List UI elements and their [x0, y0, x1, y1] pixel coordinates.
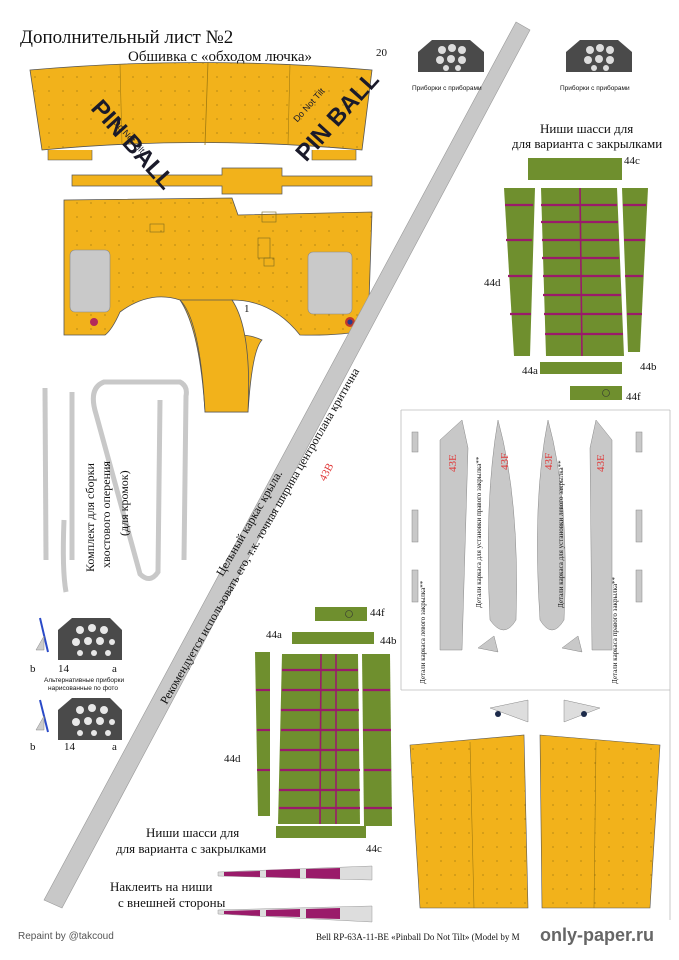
frame-install-left-caption: Детали каркаса для установки левого закр…: [557, 460, 565, 608]
panel-caption-left: Приборки с приборами: [412, 85, 482, 92]
alt-label-b-1: b: [30, 663, 36, 675]
wheel-well-caption-bottom-1: Ниши шасси для: [146, 825, 240, 840]
label-43e-left: 43E: [447, 454, 459, 472]
flap-left: [409, 734, 529, 909]
label-44d-top: 44d: [484, 277, 501, 289]
alt-instrument-panels: [35, 617, 122, 740]
tail-kit-strips: [42, 379, 189, 593]
label-44c-bottom: 44c: [366, 843, 382, 855]
label-44b-bottom: 44b: [380, 635, 397, 647]
tail-kit-caption-3: (для кромок): [117, 470, 131, 536]
magenta-strips: [217, 865, 373, 923]
label-44b-top: 44b: [640, 361, 657, 373]
alt-panels-caption-1: Альтернативные приборки: [44, 677, 125, 684]
label-43e-right: 43E: [595, 454, 607, 472]
wheel-well-bottom: [255, 607, 392, 838]
tail-kit-caption-2: хвостового оперения: [99, 461, 113, 568]
watermark: only-paper.ru: [540, 925, 655, 945]
alt-label-a-1: a: [112, 663, 117, 675]
alt-panels-caption-2: нарисованные по фото: [48, 685, 118, 692]
flap-ends: [489, 699, 601, 723]
skin-panel-top: [29, 61, 373, 161]
tail-kit-caption-1: Комплект для сборки: [83, 463, 97, 572]
frame-right-flap-caption: Детали каркаса правого закрылка**: [611, 576, 619, 684]
part-number-20: 20: [376, 47, 387, 59]
alt-label-a-2: a: [112, 741, 117, 753]
glue-note-1: Наклеить на ниши: [110, 879, 213, 894]
instrument-panel-b: [566, 40, 632, 72]
wing-frame-43b: [43, 21, 531, 909]
alt-label-b-2: b: [30, 741, 36, 753]
wheel-well-caption-top-1: Ниши шасси для: [540, 121, 634, 136]
label-44f-bottom: 44f: [370, 607, 385, 619]
panel-caption-right: Приборки с приборами: [560, 85, 630, 92]
wheel-well-top: [504, 158, 648, 400]
label-44c-top: 44c: [624, 155, 640, 167]
alt-label-14-2: 14: [64, 741, 75, 753]
instrument-panel-a: [418, 40, 484, 72]
label-44a-top: 44a: [522, 365, 538, 377]
wheel-well-caption-top-2: для варианта с закрылками: [512, 136, 663, 151]
repaint-credit: Repaint by @takcoud: [18, 931, 114, 942]
glue-note-2: с внешней стороны: [118, 895, 226, 910]
label-44a-bottom: 44a: [266, 629, 282, 641]
flap-frame-area: [400, 409, 671, 920]
skin-strip: [71, 167, 373, 195]
frame-left-flap-caption: Детали каркаса левого закрылка**: [419, 580, 427, 684]
part-label-1: 1: [244, 303, 250, 315]
flap-right: [539, 734, 661, 909]
frame-install-right-caption: Детали каркаса для установки правого зак…: [475, 456, 483, 608]
page-subtitle: Обшивка с «обходом лючка»: [128, 49, 313, 65]
skin-panel-part-1: [63, 197, 373, 413]
model-credit: Bell RP-63A-11-BE «Pinball Do Not Tilt» …: [316, 932, 520, 942]
label-43f-right: 43F: [543, 452, 555, 470]
label-44f-top: 44f: [626, 391, 641, 403]
alt-label-14-1: 14: [58, 663, 69, 675]
label-43f-left: 43F: [499, 452, 511, 470]
label-44d-bottom: 44d: [224, 753, 241, 765]
page-title: Дополнительный лист №2: [20, 27, 234, 48]
wheel-well-caption-bottom-2: для варианта с закрылками: [116, 841, 267, 856]
